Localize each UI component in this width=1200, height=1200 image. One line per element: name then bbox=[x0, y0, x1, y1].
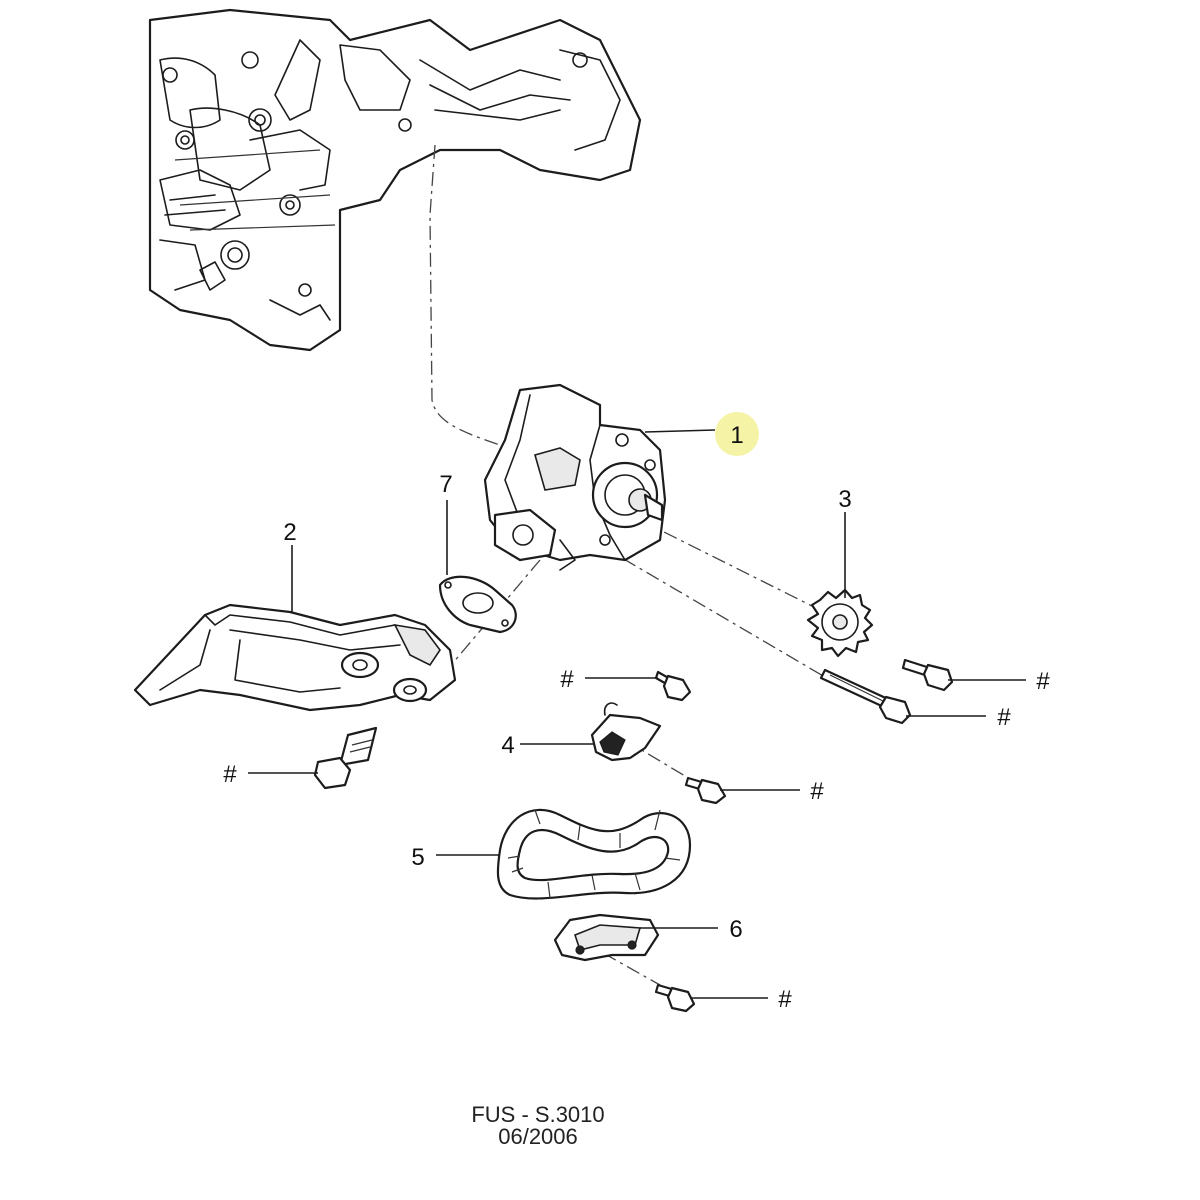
bolt-sprocket-short bbox=[901, 658, 954, 692]
bolt-guide-screw bbox=[684, 776, 727, 805]
slider-rail bbox=[553, 913, 660, 962]
bolt-bracket bbox=[313, 726, 378, 790]
gasket bbox=[438, 575, 517, 634]
callout-hash-top-screw: # bbox=[560, 666, 574, 693]
bolt-top-screw bbox=[654, 670, 692, 702]
callout-hash-sprocket-long: # bbox=[997, 704, 1011, 731]
diagram-reference-code: FUS - S.3010 bbox=[471, 1102, 604, 1127]
callout-4: 4 bbox=[501, 732, 514, 759]
callout-5: 5 bbox=[411, 844, 424, 871]
bolt-slider-screw bbox=[654, 983, 696, 1013]
callout-2: 2 bbox=[283, 519, 296, 546]
callout-hash-guide-screw: # bbox=[810, 778, 824, 805]
sprocket bbox=[806, 588, 874, 658]
callout-hash-slider-screw: # bbox=[778, 986, 792, 1013]
engine-block bbox=[148, 8, 642, 352]
bolt-sprocket-long bbox=[819, 668, 912, 725]
callout-7: 7 bbox=[439, 471, 452, 498]
drive-chain bbox=[496, 808, 692, 900]
callout-1-highlight bbox=[715, 412, 759, 456]
oil-pump bbox=[483, 383, 667, 571]
callout-6: 6 bbox=[729, 916, 742, 943]
bracket bbox=[133, 603, 457, 712]
callout-1: 1 bbox=[730, 422, 743, 449]
leader-lines bbox=[248, 429, 1026, 999]
callout-hash-sprocket-short: # bbox=[1036, 668, 1050, 695]
diagram-date: 06/2006 bbox=[498, 1124, 578, 1149]
chain-tensioner bbox=[590, 702, 662, 762]
callout-hash-bracket-bolt: # bbox=[223, 761, 237, 788]
callout-3: 3 bbox=[838, 486, 851, 513]
